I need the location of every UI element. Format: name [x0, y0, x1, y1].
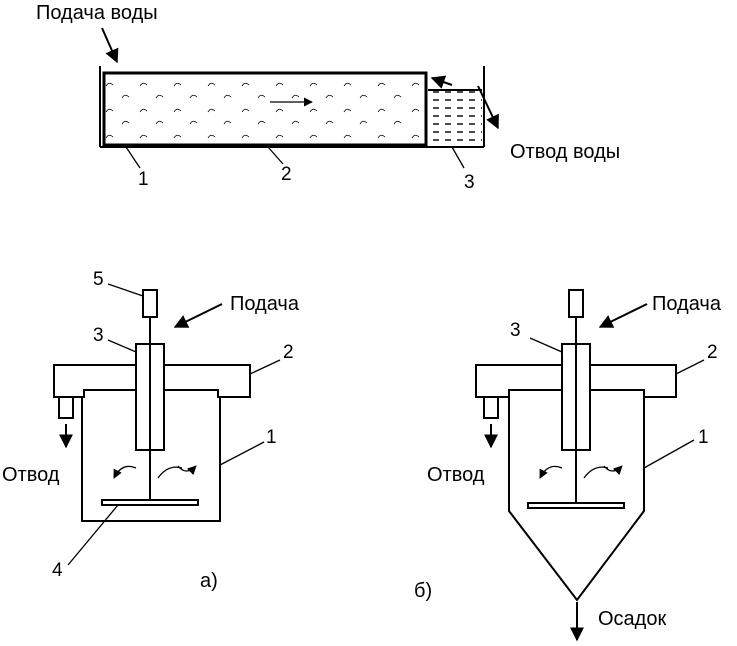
leader-1	[126, 147, 140, 168]
number-3: 3	[510, 320, 521, 341]
number-2: 2	[283, 342, 294, 363]
feed-arrow	[175, 304, 222, 327]
leader-1	[644, 440, 694, 468]
outlet-label: Отвод	[2, 464, 60, 486]
outlet-label: Отвод воды	[510, 141, 620, 163]
leader-1	[220, 442, 264, 465]
number-3: 3	[93, 325, 104, 346]
number-2: 2	[707, 342, 718, 363]
flat-bottom-clarifier: 5 Подача Отвод 3 4 2 1 а)	[2, 269, 300, 592]
leader-5	[108, 284, 143, 296]
leader-2	[676, 360, 704, 374]
number-1: 1	[698, 427, 709, 448]
leader-3	[452, 147, 464, 168]
leader-2	[250, 360, 280, 374]
feed-label: Подача	[230, 293, 300, 315]
number-1: 1	[138, 169, 149, 190]
motor	[143, 290, 157, 317]
scraper	[102, 500, 198, 505]
inlet-arrow	[102, 28, 117, 62]
outlet-pipe	[484, 397, 498, 418]
number-2: 2	[281, 164, 292, 185]
conical-bottom-clarifier: Подача Отвод 3 Осадок 2 1 б)	[414, 290, 722, 640]
leader-3	[108, 340, 136, 352]
sediment-label: Осадок	[598, 608, 666, 630]
leader-3	[530, 338, 562, 352]
caption-a: а)	[200, 570, 218, 592]
number-1: 1	[266, 427, 277, 448]
caption-b: б)	[414, 580, 432, 602]
outlet-pipe	[59, 397, 73, 418]
settling-zone	[104, 73, 426, 145]
outlet-label: Отвод	[427, 464, 485, 486]
feed-label: Подача	[652, 293, 722, 315]
number-3: 3	[464, 172, 475, 193]
feed-arrow	[600, 304, 647, 327]
overflow-arrow	[432, 78, 452, 85]
collection-tray	[428, 90, 482, 145]
leader-2	[268, 147, 283, 164]
horizontal-settler: Подача воды Отвод воды 1 2 3	[36, 2, 620, 193]
number-5: 5	[93, 269, 104, 290]
scraper	[528, 503, 624, 508]
number-4: 4	[52, 560, 63, 581]
inlet-label: Подача воды	[36, 2, 158, 24]
motor	[569, 290, 583, 317]
